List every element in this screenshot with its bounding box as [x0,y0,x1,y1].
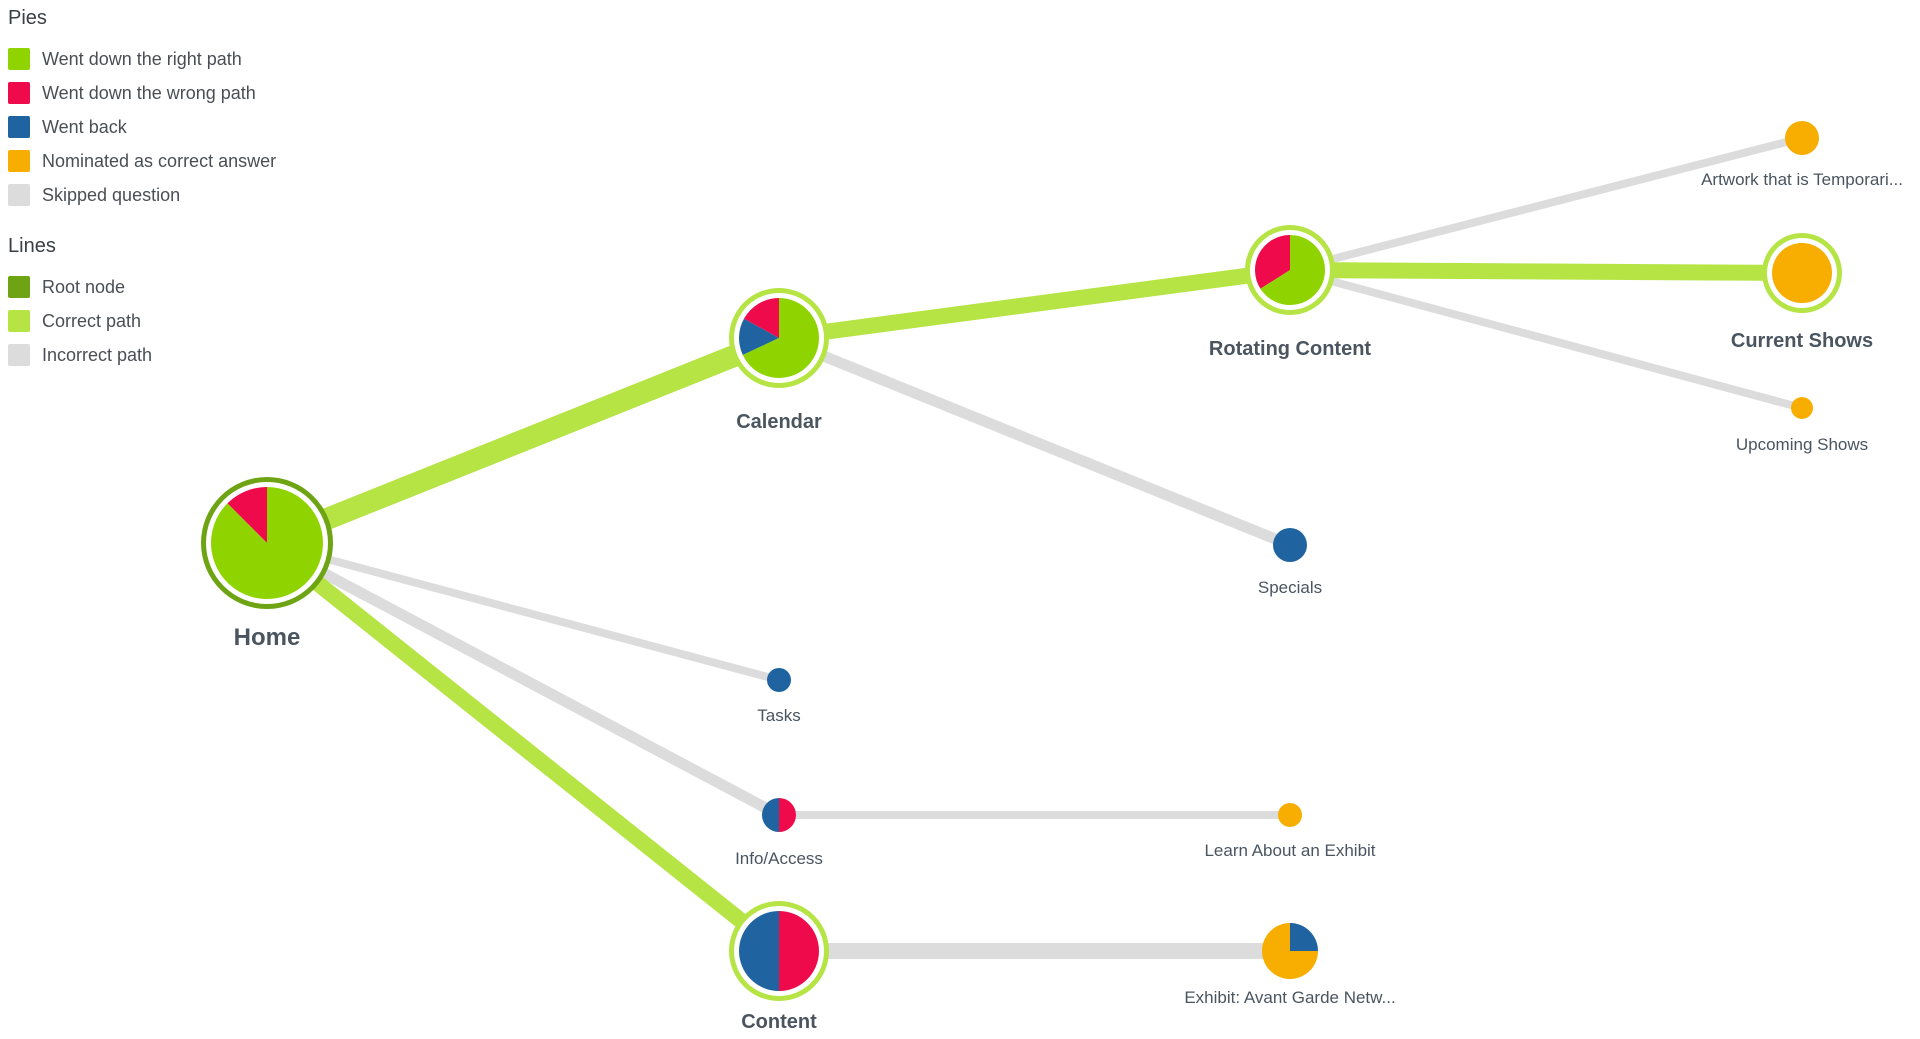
edge-rotating-upcoming [1288,266,1804,412]
edge-home-content [262,536,784,958]
node-content[interactable]: Content [729,901,829,1033]
legend-label: Correct path [42,310,142,331]
node-label-home: Home [234,624,301,651]
legend-item-right-path: Went down the right path [8,42,328,76]
legend-label: Went down the wrong path [42,82,256,103]
node-label-info_access: Info/Access [735,849,823,868]
node-tasks[interactable]: Tasks [757,668,801,725]
legend-label: Nominated as correct answer [42,150,277,171]
node-label-rotating: Rotating Content [1209,338,1372,360]
node-label-calendar: Calendar [736,411,822,433]
pie-slice-back [1290,923,1318,951]
pie-slice-back [762,798,779,832]
nodes-layer: Home Calendar Rotating Content Current Show… [201,121,1903,1033]
edge-calendar-rotating [777,262,1292,346]
legend-item-went-back: Went back [8,110,328,144]
node-label-upcoming: Upcoming Shows [1736,435,1868,454]
pie-slice-wrong [1255,235,1290,289]
legend-item-wrong-path: Went down the wrong path [8,76,328,110]
pie-slice-back [1273,528,1307,562]
legend-item-incorrect-path: Incorrect path [8,338,328,372]
swatch-skipped [8,184,30,206]
pie-slice-back [767,668,791,692]
legend-lines-heading: Lines [8,235,56,257]
swatch-incorrect-path [8,344,30,366]
pie-slice-nominated [1772,243,1832,303]
pie-slice-nominated [1785,121,1819,155]
pie-slice-right [1260,235,1325,305]
node-label-specials: Specials [1258,578,1322,597]
pie-slice-back [739,318,779,356]
legend-label: Went back [42,116,127,137]
swatch-nominated [8,150,30,172]
node-home[interactable]: Home [201,477,333,651]
legend-label: Skipped question [42,184,181,205]
node-rotating[interactable]: Rotating Content [1209,225,1372,360]
edge-rotating-current_shows [1289,262,1803,281]
node-artwork[interactable]: Artwork that is Temporari... [1701,121,1903,189]
pie-slice-right [210,487,323,600]
legend-lines-group: Lines Root node Correct path Incorrect p… [8,234,328,372]
node-exhibit_avant[interactable]: Exhibit: Avant Garde Netw... [1184,923,1396,1007]
node-current_shows[interactable]: Current Shows [1731,233,1873,352]
edge-home-tasks [265,539,781,684]
legend: Pies Went down the right path Went down … [8,6,328,372]
swatch-correct-path [8,310,30,332]
legend-label: Incorrect path [42,344,153,365]
node-learn_exhibit[interactable]: Learn About an Exhibit [1204,803,1376,860]
swatch-root-node [8,276,30,298]
swatch-went-back [8,116,30,138]
edge-calendar-specials [776,332,1293,551]
legend-item-nominated: Nominated as correct answer [8,144,328,178]
node-specials[interactable]: Specials [1258,528,1322,597]
legend-item-root-node: Root node [8,270,328,304]
edge-home-info_access [264,538,782,820]
pie-slice-wrong [227,487,267,543]
legend-item-skipped: Skipped question [8,178,328,212]
legend-item-correct-path: Correct path [8,304,328,338]
node-label-learn_exhibit: Learn About an Exhibit [1204,841,1375,860]
node-label-content: Content [741,1011,817,1033]
edge-home-calendar [262,327,784,554]
edges-layer [262,134,1804,959]
pie-slice-wrong [743,298,779,338]
node-label-exhibit_avant: Exhibit: Avant Garde Netw... [1184,988,1395,1007]
pie-slice-wrong [779,911,819,991]
node-calendar[interactable]: Calendar [729,288,829,433]
node-label-artwork: Artwork that is Temporari... [1701,170,1903,189]
node-label-current_shows: Current Shows [1731,330,1873,352]
legend-label: Went down the right path [42,48,242,69]
legend-label: Root node [42,276,126,297]
node-info_access[interactable]: Info/Access [735,798,823,868]
pie-slice-nominated [1278,803,1302,827]
pie-slice-wrong [779,798,796,832]
node-label-tasks: Tasks [757,706,800,725]
legend-pies-heading: Pies [8,7,47,29]
pie-slice-nominated [1262,923,1318,979]
pie-slice-right [742,298,819,378]
edge-rotating-artwork [1289,134,1803,274]
swatch-wrong-path [8,82,30,104]
pie-slice-back [739,911,779,991]
node-upcoming[interactable]: Upcoming Shows [1736,397,1868,454]
pie-slice-nominated [1791,397,1813,419]
swatch-right-path [8,48,30,70]
